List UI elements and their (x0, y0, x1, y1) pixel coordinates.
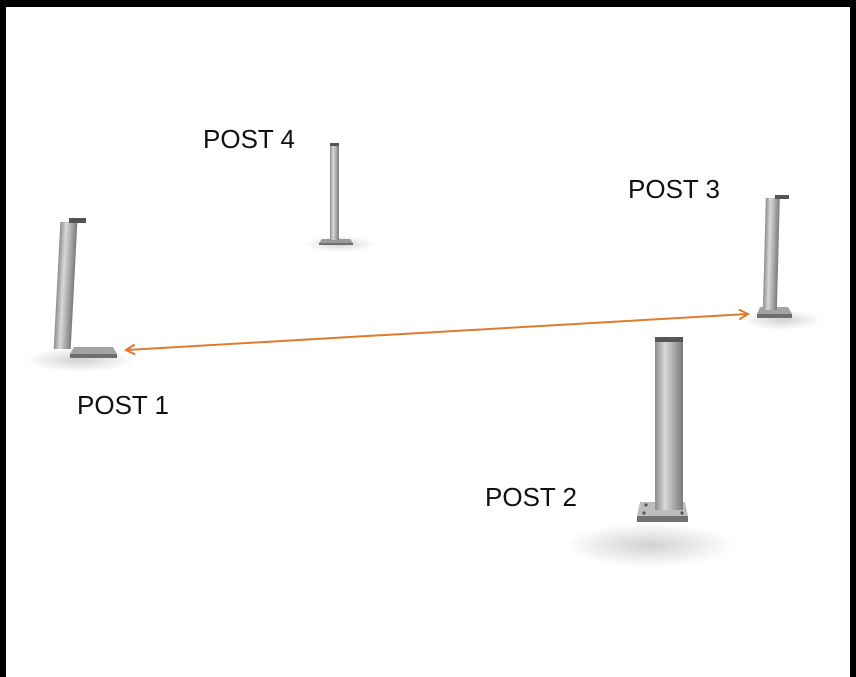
post-2 (565, 337, 735, 567)
post-3-label: POST 3 (628, 174, 721, 204)
post-4-label: POST 4 (203, 124, 296, 154)
post-1-label: POST 1 (77, 390, 170, 420)
post-1 (25, 218, 135, 372)
post-4 (305, 143, 375, 252)
post-2-label: POST 2 (485, 482, 578, 512)
post-3 (742, 195, 822, 330)
distance-arrow (126, 314, 748, 350)
